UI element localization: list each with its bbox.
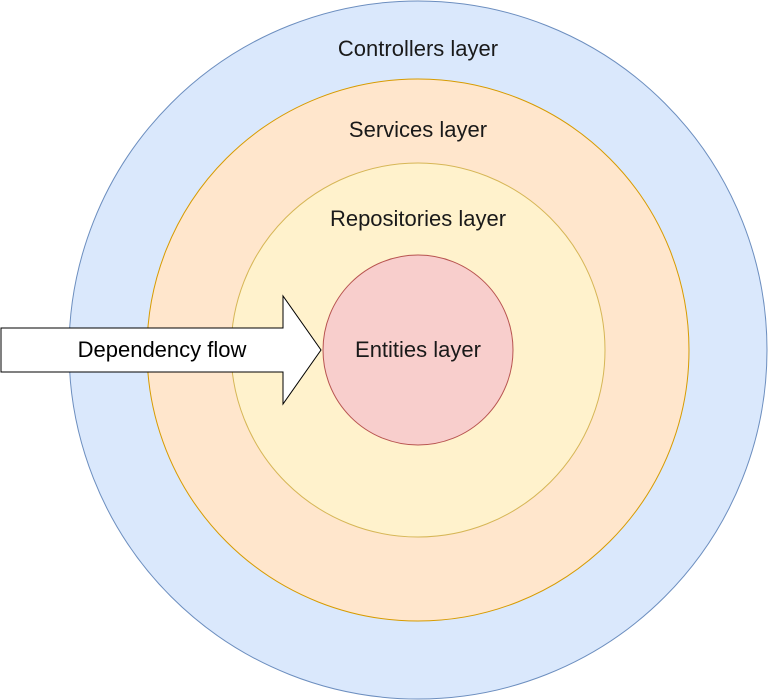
repositories-layer-label: Repositories layer (330, 206, 506, 231)
dependency-flow-arrow (0, 294, 322, 406)
entities-layer-label: Entities layer (355, 337, 481, 362)
controllers-layer-label: Controllers layer (338, 36, 498, 61)
services-layer-label: Services layer (349, 117, 487, 142)
entities-layer-circle (322, 254, 514, 446)
dependency-flow-label: Dependency flow (78, 337, 247, 362)
